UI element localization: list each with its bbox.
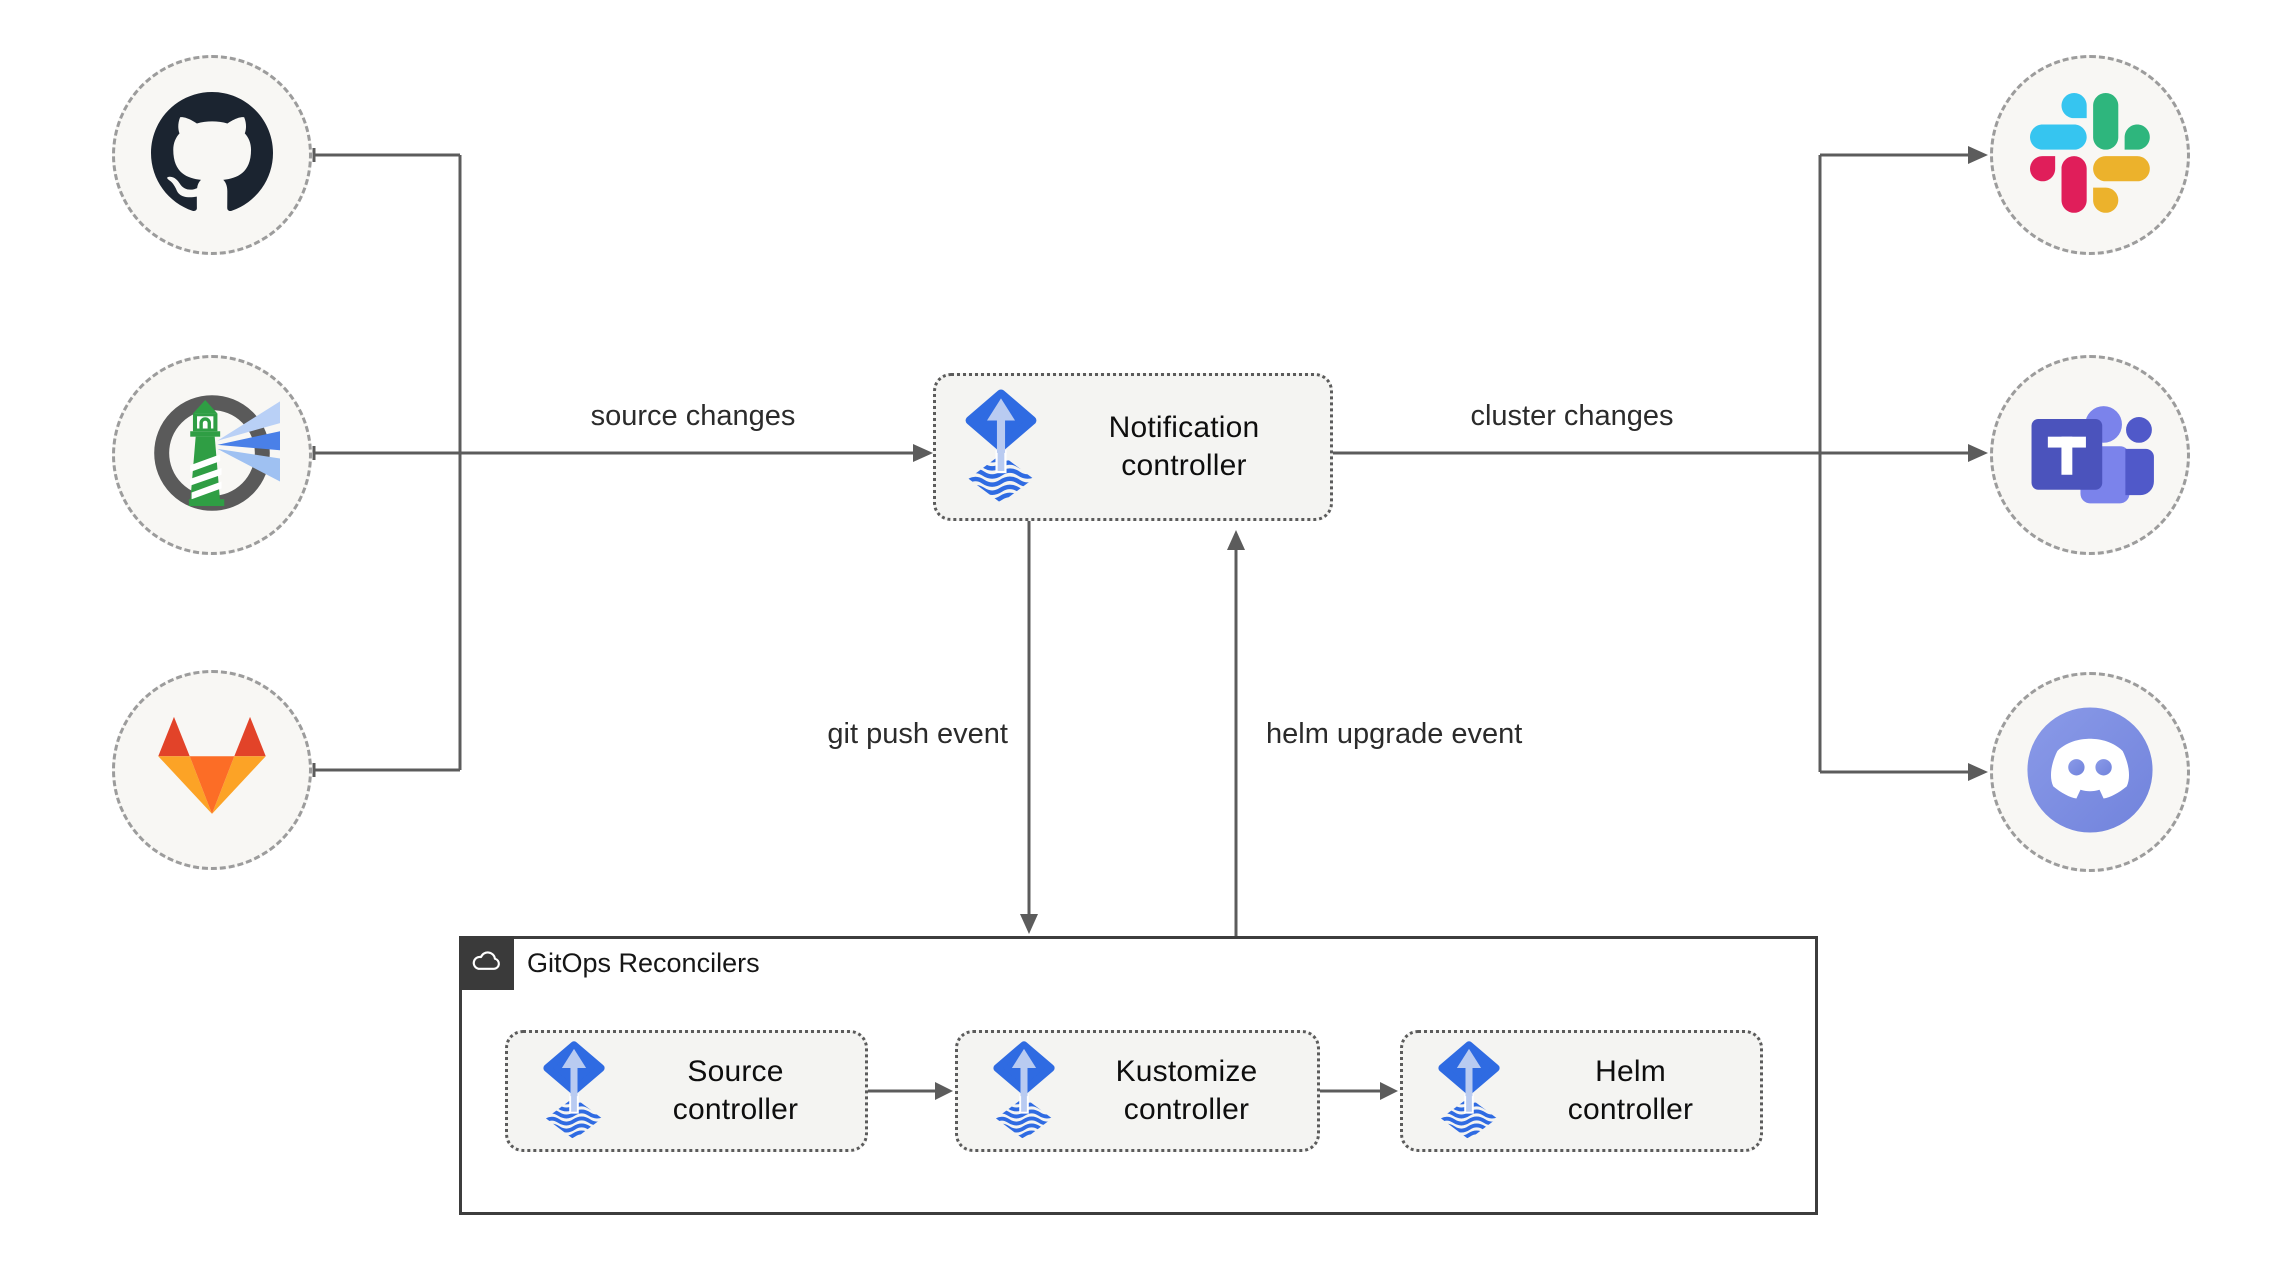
node-label: Notification controller bbox=[1108, 411, 1260, 482]
edge-label-cluster-changes: cluster changes bbox=[1470, 400, 1674, 432]
node-notification-controller: Notification controller bbox=[933, 373, 1333, 521]
source-node-harbor bbox=[112, 355, 312, 555]
node-label: Helm controller bbox=[1567, 1055, 1694, 1126]
flux-icon bbox=[992, 1040, 1056, 1142]
node-helm-controller: Helm controller bbox=[1400, 1030, 1763, 1152]
target-node-teams bbox=[1990, 355, 2190, 555]
cloud-icon-badge bbox=[459, 936, 514, 990]
gitlab-icon bbox=[146, 709, 278, 832]
slack-icon bbox=[2030, 92, 2150, 218]
edge-label-git-push-event: git push event bbox=[827, 718, 1008, 750]
source-node-github bbox=[112, 55, 312, 255]
group-title: GitOps Reconcilers bbox=[527, 948, 760, 978]
cloud-icon bbox=[470, 949, 504, 978]
node-label: Source controller bbox=[672, 1055, 799, 1126]
flux-icon bbox=[1437, 1040, 1501, 1142]
harbor-icon bbox=[144, 385, 280, 526]
edge-label-helm-upgrade-event: helm upgrade event bbox=[1266, 718, 1523, 750]
github-icon bbox=[151, 91, 273, 219]
node-source-controller: Source controller bbox=[505, 1030, 868, 1152]
teams-icon bbox=[2022, 385, 2158, 526]
edge-label-source-changes: source changes bbox=[590, 400, 796, 432]
flux-icon bbox=[542, 1040, 606, 1142]
node-kustomize-controller: Kustomize controller bbox=[955, 1030, 1320, 1152]
target-node-slack bbox=[1990, 55, 2190, 255]
source-node-gitlab bbox=[112, 670, 312, 870]
discord-icon bbox=[2022, 702, 2158, 843]
target-node-discord bbox=[1990, 672, 2190, 872]
gitops-reconcilers-group bbox=[459, 936, 1818, 1215]
node-label: Kustomize controller bbox=[1115, 1055, 1258, 1126]
flux-icon bbox=[964, 388, 1038, 506]
